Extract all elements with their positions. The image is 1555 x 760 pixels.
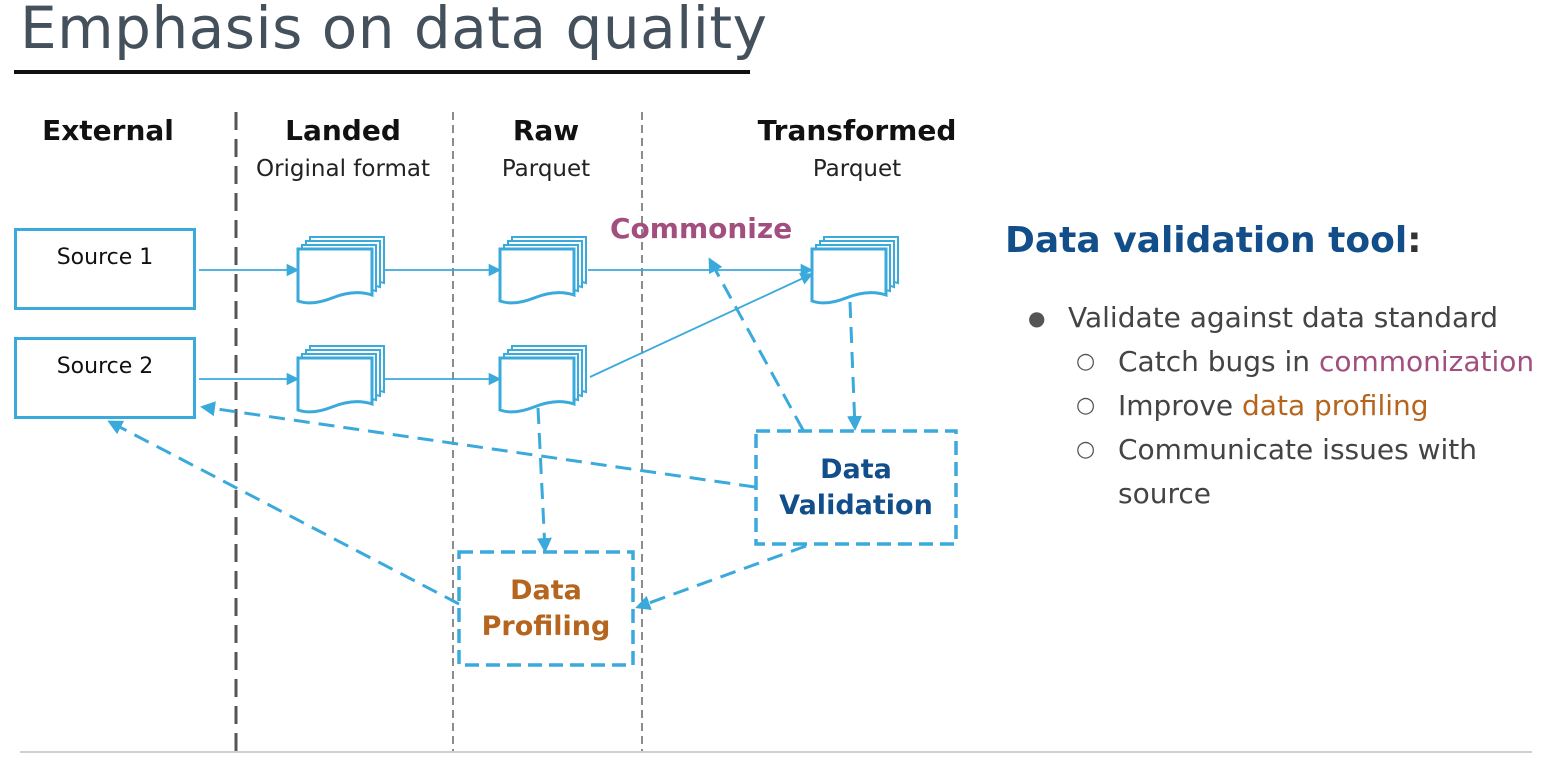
flow-arrow — [589, 273, 814, 378]
highlight-data-profiling: data profiling — [1242, 389, 1429, 422]
source-1-box: Source 1 — [14, 228, 196, 310]
data-profiling-line1: Data — [510, 574, 582, 606]
source-2-box: Source 2 — [14, 337, 196, 419]
data-profiling-line2: Profiling — [481, 610, 611, 642]
data-validation-line2: Validation — [779, 489, 933, 521]
column-header-raw: Raw — [512, 114, 580, 147]
column-header-external: External — [42, 114, 174, 147]
column-sub-raw: Parquet — [501, 156, 591, 182]
commonize-label: Commonize — [610, 212, 793, 245]
column-sub-landed: Original format — [255, 156, 431, 182]
dashed-arrow — [708, 257, 805, 431]
subbullet-communicate: Communicate issues with — [1028, 428, 1534, 472]
file-stack-icon — [498, 344, 588, 414]
page-title: Emphasis on data quality — [20, 0, 768, 62]
data-validation-line1: Data — [820, 453, 892, 485]
data-validation-border — [754, 429, 958, 546]
dashed-arrow — [536, 407, 552, 553]
column-header-landed: Landed — [285, 114, 401, 147]
dashed-arrow — [200, 401, 756, 489]
dashed-arrow — [107, 420, 460, 606]
bullet-validate: Validate against data standard — [1028, 296, 1534, 340]
highlight-commonization: commonization — [1318, 345, 1535, 378]
subbullet-catch-bugs: Catch bugs in commonization — [1028, 340, 1534, 384]
file-stack-icon — [810, 235, 900, 305]
file-stack-icon — [498, 235, 588, 305]
subbullet-improve-text: Improve — [1118, 389, 1243, 422]
file-stack-icon — [296, 344, 386, 414]
subbullet-catch-bugs-text: Catch bugs in — [1118, 345, 1319, 378]
file-stack-icon — [296, 235, 386, 305]
bullet-list: Validate against data standard Catch bug… — [1028, 296, 1534, 516]
data-profiling-border — [457, 550, 635, 667]
column-header-transformed: Transformed — [757, 114, 957, 147]
bottom-divider — [20, 751, 1532, 753]
data-validation-box: Data Validation — [758, 433, 954, 542]
subbullet-communicate-cont: source — [1118, 477, 1211, 510]
panel-title-text: Data validation tool — [1005, 220, 1408, 261]
panel-title-colon: : — [1407, 220, 1422, 261]
column-sub-transformed: Parquet — [812, 156, 902, 182]
data-profiling-box: Data Profiling — [461, 554, 631, 663]
subbullet-improve: Improve data profiling — [1028, 384, 1534, 428]
panel-title: Data validation tool: — [1005, 220, 1422, 261]
dashed-arrow — [847, 301, 863, 431]
dashed-arrow — [635, 544, 807, 610]
title-underline — [14, 70, 750, 74]
